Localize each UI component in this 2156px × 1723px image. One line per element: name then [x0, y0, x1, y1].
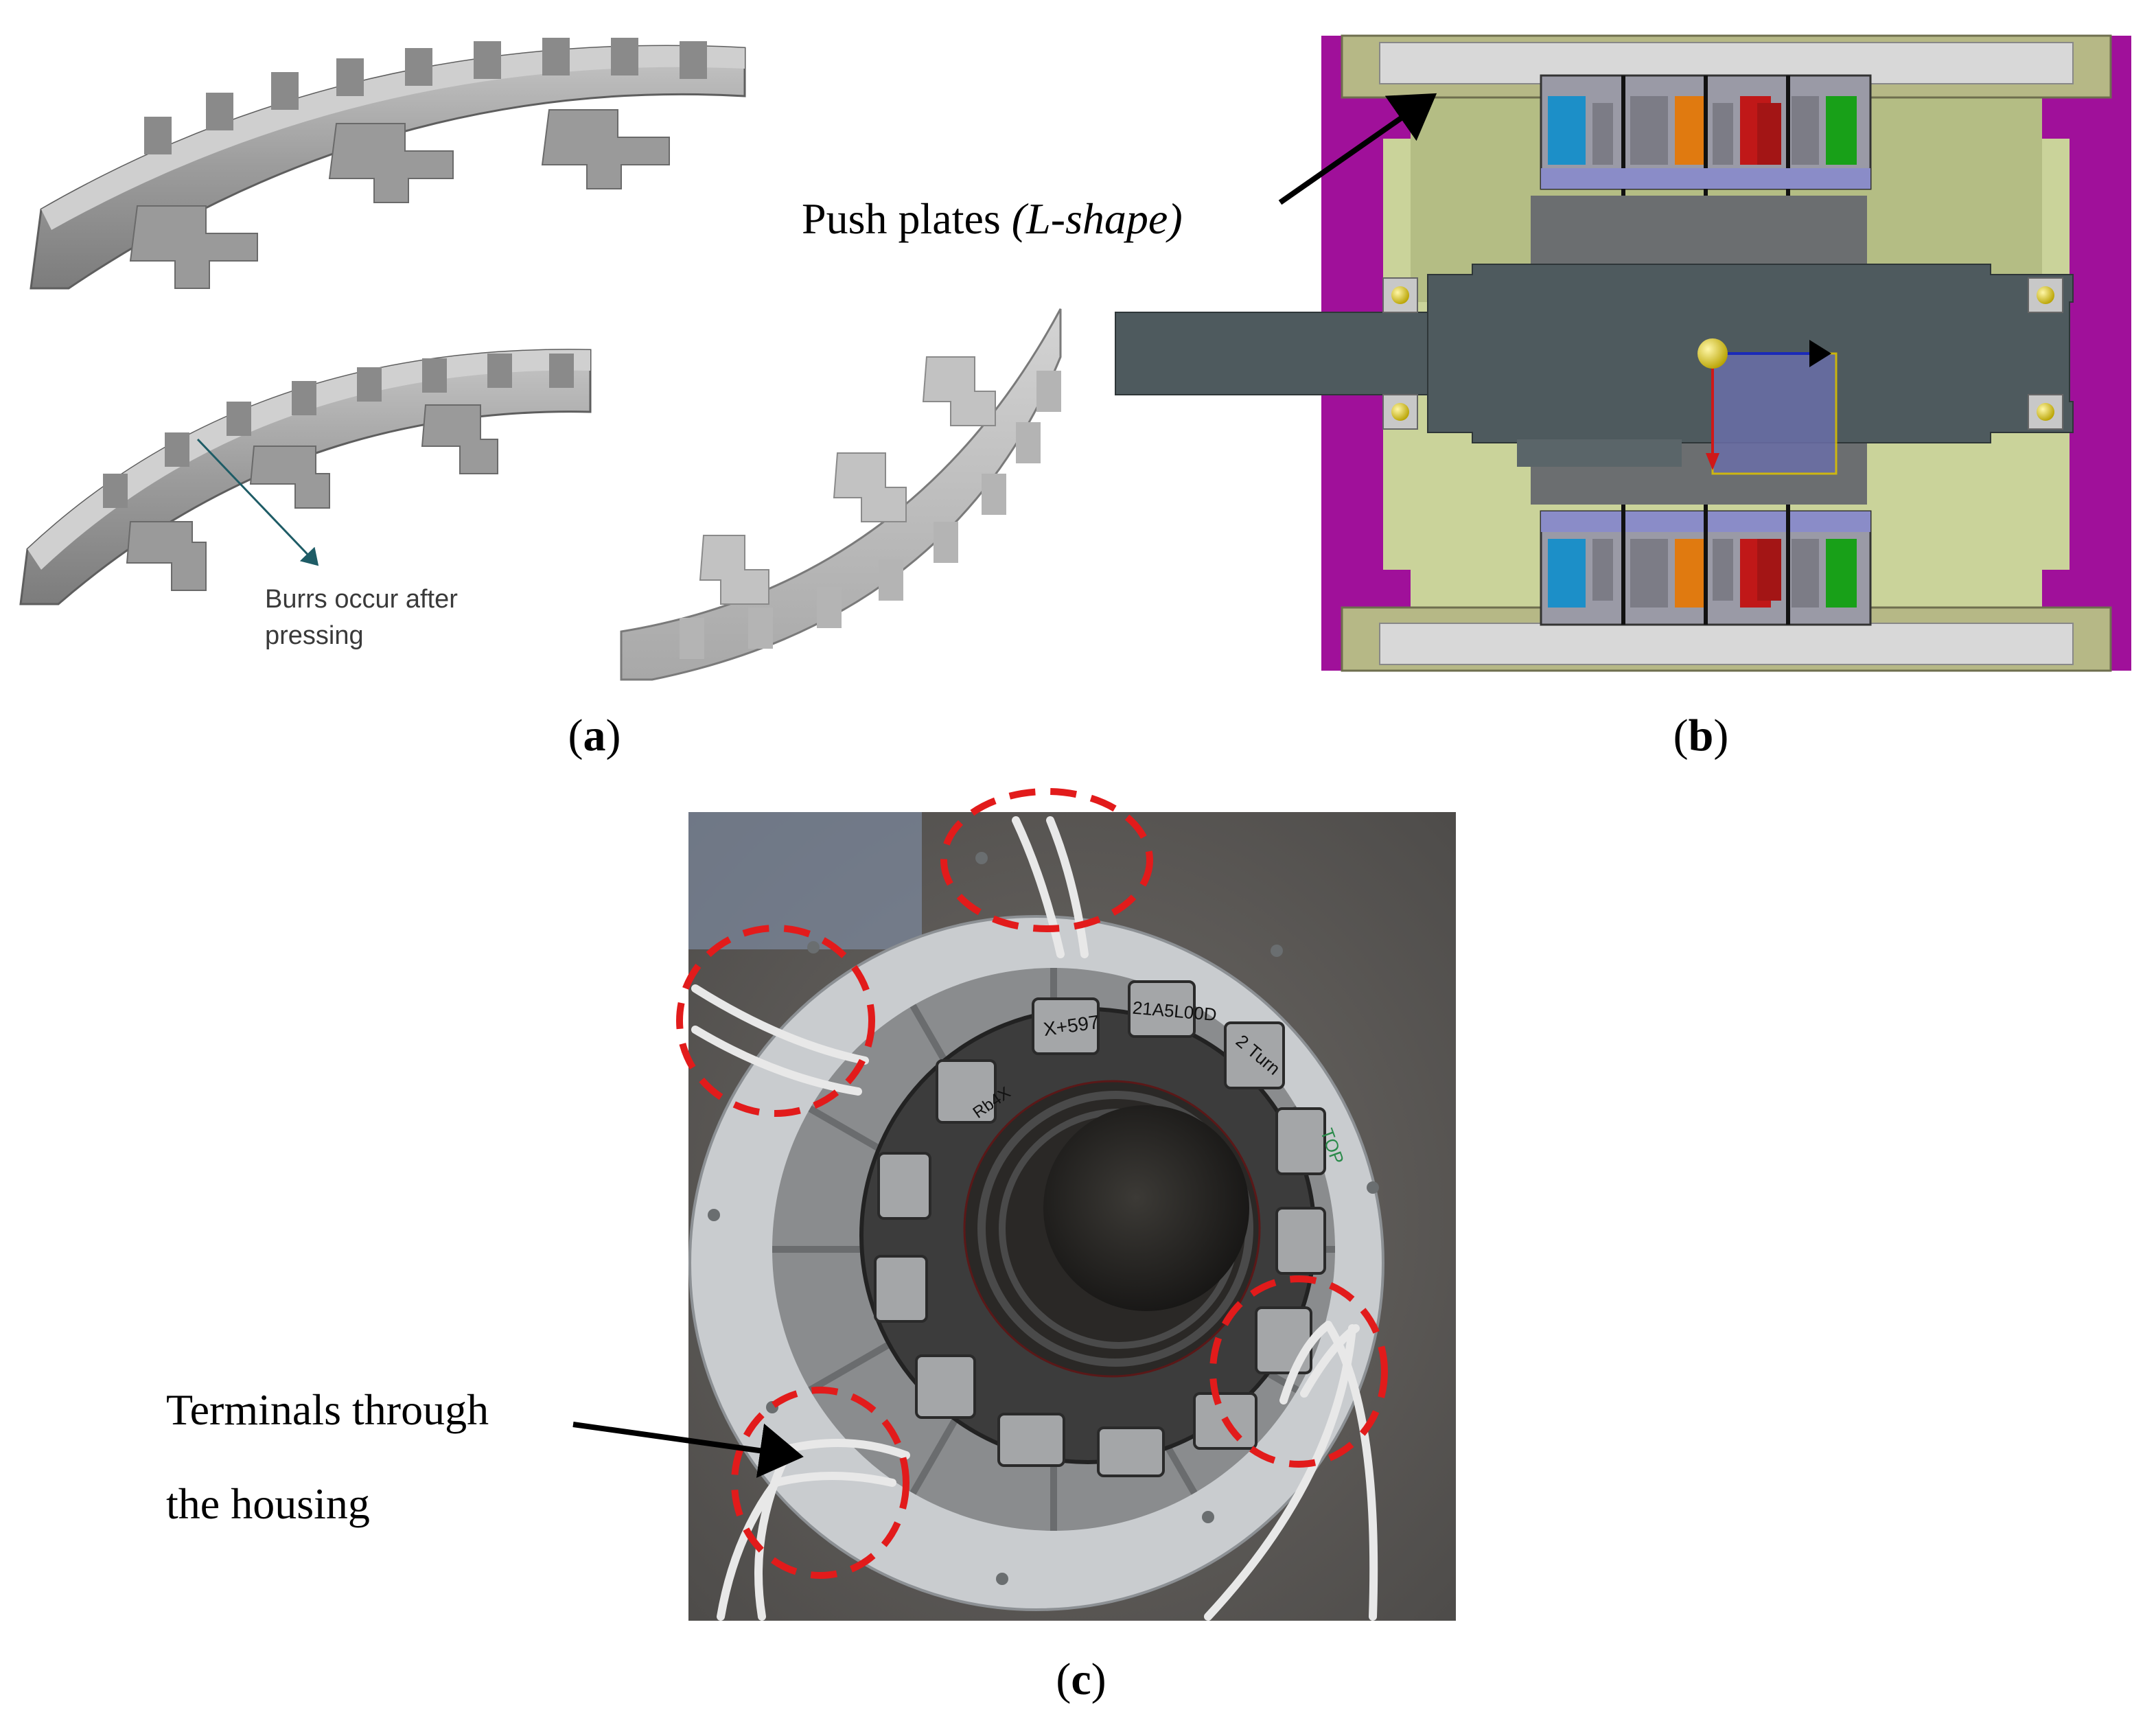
- rotor-bore: [1043, 1105, 1249, 1311]
- panel-a-letter: a: [583, 710, 606, 761]
- terminals-label-line1: Terminals through: [166, 1385, 489, 1434]
- panel-b-letter: b: [1689, 710, 1714, 761]
- highlight-right: [1209, 1275, 1388, 1468]
- coil-stack-bottom: [1540, 505, 1872, 626]
- push-plates-italic: (L-shape): [1012, 194, 1183, 243]
- stator-segment-bottom-left: [19, 349, 592, 605]
- panel-a-image: Burrs occur after pressing: [19, 38, 1062, 681]
- panel-c-label: (c): [1056, 1654, 1106, 1704]
- stator-teeth: [874, 980, 1326, 1477]
- push-plates-arrow: [1278, 93, 1437, 205]
- panel-a-label: (a): [568, 710, 621, 761]
- stator-segment-bottom-right: [620, 308, 1062, 681]
- highlight-bottom-left: [731, 1387, 909, 1579]
- push-plates-main: Push plates: [802, 194, 1012, 243]
- shaft: [1115, 264, 2074, 467]
- burr-note-line1: Burrs occur after: [265, 585, 458, 614]
- burr-note-line2: pressing: [265, 621, 364, 650]
- coil-stack-top: [1540, 74, 1872, 199]
- panel-b-cad-section: [1115, 34, 2131, 672]
- bearings: [1382, 277, 2063, 430]
- terminals-label-line2: the housing: [166, 1479, 370, 1528]
- highlight-left: [676, 925, 875, 1117]
- panel-c-letter: c: [1071, 1654, 1091, 1704]
- flange-bolts: [708, 852, 1379, 1585]
- push-plate-top: [1341, 34, 2112, 99]
- coordinate-triad: [1697, 338, 1838, 475]
- panel-c-photo: X+597 21A5L00D 2 Turn TOP Rb4X: [676, 788, 1456, 1621]
- terminal-highlights: [676, 788, 1388, 1579]
- panel-b-label: (b): [1673, 710, 1729, 761]
- burr-arrow: [196, 438, 319, 566]
- highlight-top: [940, 788, 1153, 932]
- terminals-arrow: [572, 1422, 804, 1478]
- housing-end-right: [2070, 36, 2131, 671]
- stator-segment-top: [30, 38, 746, 290]
- push-plates-label: Push plates (L-shape): [802, 194, 1183, 243]
